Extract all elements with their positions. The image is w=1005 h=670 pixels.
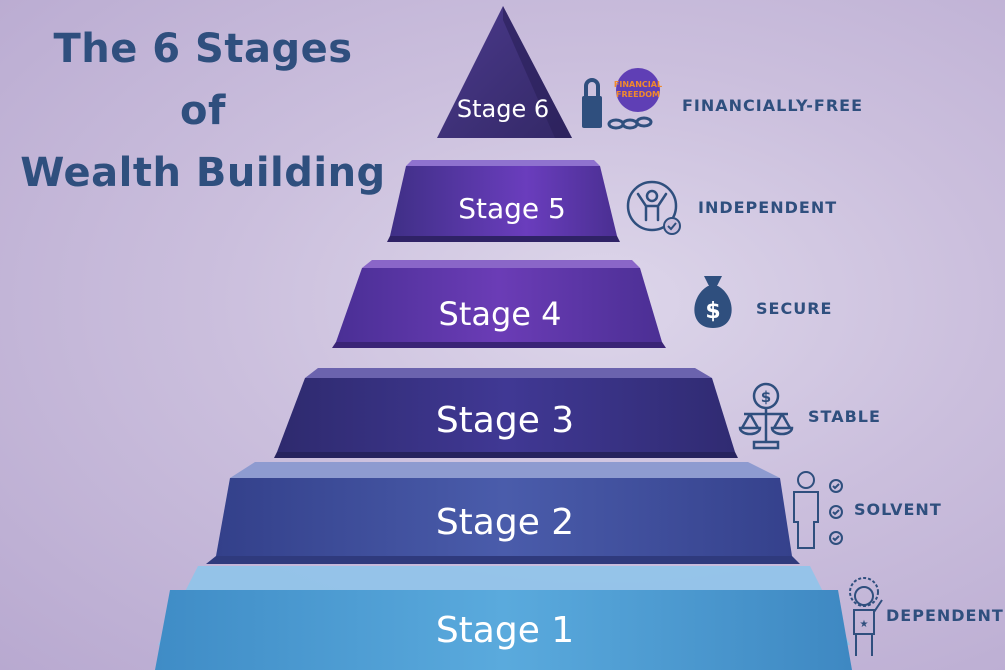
stage-5-description: INDEPENDENT	[698, 198, 838, 217]
stage-1-label: Stage 1	[436, 610, 574, 651]
stage-2-label: Stage 2	[436, 502, 574, 543]
balance-scale-icon: $	[736, 380, 796, 452]
stage-5-block: Stage 5	[387, 160, 620, 242]
money-bag-icon: $	[686, 270, 740, 332]
page-title: The 6 Stages of Wealth Building	[18, 18, 388, 204]
stage-1-block: Stage 1	[155, 566, 852, 670]
child-icon: ★	[844, 572, 886, 662]
stage-6-description: FINANCIALLY-FREE	[682, 96, 864, 115]
stage-6-label: Stage 6	[457, 95, 549, 123]
stage-5-label: Stage 5	[458, 192, 566, 225]
stage-1-description: DEPENDENT	[886, 606, 1004, 625]
title-line-2: of	[180, 88, 226, 134]
person-checklist-icon	[790, 468, 848, 552]
stage-2-description: SOLVENT	[854, 500, 942, 519]
stage-6-block: Stage 6	[437, 6, 572, 138]
stage-3-block: Stage 3	[274, 368, 738, 458]
title-line-3: Wealth Building	[20, 150, 386, 196]
stage-4-label: Stage 4	[439, 295, 562, 333]
svg-text:$: $	[761, 388, 771, 406]
badge-line-1: FINANCIAL	[614, 80, 662, 89]
stage-4-description: SECURE	[756, 299, 833, 318]
badge-line-2: FREEDOM	[616, 90, 660, 99]
celebrating-person-icon	[624, 178, 684, 238]
stage-2-block: Stage 2	[206, 462, 800, 564]
stage-4-block: Stage 4	[332, 260, 666, 348]
stage-3-description: STABLE	[808, 407, 881, 426]
title-line-1: The 6 Stages	[53, 26, 353, 72]
stage-3-label: Stage 3	[436, 400, 574, 441]
svg-text:$: $	[705, 299, 720, 324]
svg-text:★: ★	[860, 619, 869, 630]
broken-chain-icon: FINANCIAL FREEDOM	[578, 68, 678, 140]
